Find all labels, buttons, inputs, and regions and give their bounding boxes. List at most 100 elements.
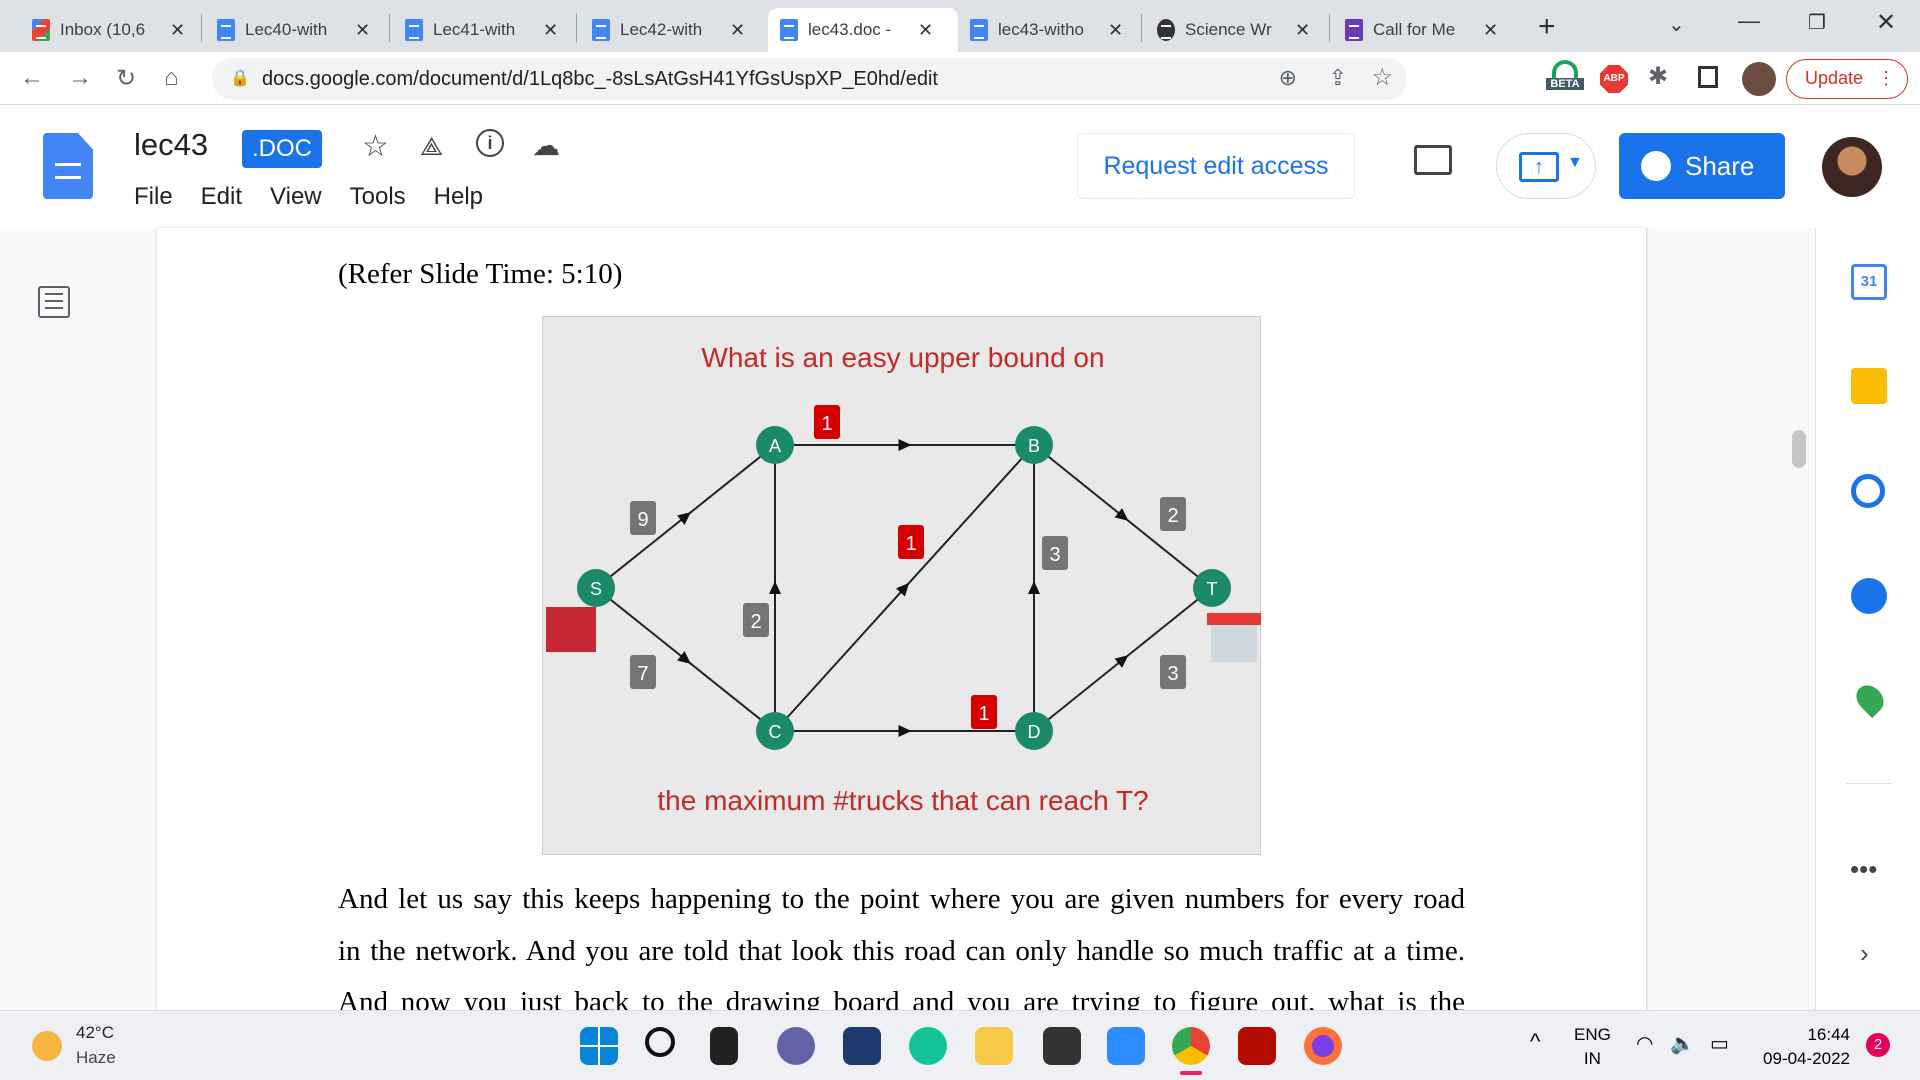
capacity-label: 1	[905, 533, 916, 555]
close-tab-icon[interactable]: ✕	[355, 19, 371, 40]
wifi-icon[interactable]: ◠	[1636, 1033, 1654, 1055]
capacity-badge	[898, 525, 924, 559]
tab-2[interactable]: Lec41-with✕	[393, 8, 573, 52]
firefox-icon[interactable]	[1304, 1027, 1342, 1065]
present-button[interactable]: ↑ ▼	[1496, 133, 1596, 199]
calendar-icon[interactable]: 31	[1851, 264, 1887, 300]
star-icon[interactable]: ☆	[362, 130, 389, 163]
bookmark-star-icon[interactable]: ☆	[1371, 64, 1393, 91]
zoom-app-icon[interactable]	[1107, 1027, 1145, 1065]
arrowhead-icon	[677, 512, 691, 525]
store-icon	[1211, 622, 1257, 662]
present-icon: ↑	[1519, 152, 1559, 182]
menu-tools[interactable]: Tools	[349, 183, 406, 210]
tray-chevron-icon[interactable]: ^	[1530, 1029, 1541, 1054]
acrobat-icon[interactable]	[1238, 1027, 1276, 1065]
update-button[interactable]: Update⋮	[1786, 59, 1908, 99]
file-explorer-icon[interactable]	[975, 1027, 1013, 1065]
minimize-button[interactable]: —	[1738, 8, 1760, 33]
tab-title: Lec40-with	[245, 20, 328, 39]
start-icon[interactable]	[580, 1027, 618, 1065]
search-icon[interactable]	[645, 1027, 675, 1057]
back-icon[interactable]: ←	[20, 64, 44, 91]
move-to-drive-icon[interactable]: ⟁	[420, 131, 444, 161]
store-icon[interactable]	[843, 1027, 881, 1065]
url-field[interactable]: 🔒 docs.google.com/document/d/1Lq8bc_-8sL…	[212, 58, 1407, 100]
tab-6[interactable]: Science Wr ✕	[1145, 8, 1325, 52]
document-page: (Refer Slide Time: 5:10) What is an easy…	[157, 228, 1647, 1010]
keep-icon[interactable]	[1851, 368, 1887, 404]
info-icon[interactable]: i	[476, 129, 504, 157]
capacity-label: 2	[750, 611, 761, 633]
home-icon[interactable]: ⌂	[164, 64, 179, 91]
side-panel-icon[interactable]	[1698, 66, 1718, 88]
vertical-scrollbar[interactable]	[1792, 430, 1806, 468]
reload-icon[interactable]: ↻	[116, 65, 137, 92]
weather-condition[interactable]: Haze	[76, 1048, 116, 1067]
close-tab-icon[interactable]: ✕	[730, 19, 746, 40]
volume-icon[interactable]: 🔈	[1670, 1033, 1695, 1055]
menu-edit[interactable]: Edit	[200, 183, 243, 210]
user-avatar[interactable]	[1822, 137, 1882, 197]
doc-title[interactable]: lec43	[134, 127, 209, 162]
node-label: D	[1028, 722, 1041, 742]
share-button[interactable]: Share	[1619, 133, 1785, 199]
forward-icon[interactable]: →	[68, 64, 92, 91]
capacity-badge	[743, 603, 769, 637]
factory-icon	[546, 607, 596, 652]
maps-icon[interactable]	[1850, 679, 1890, 719]
close-window-button[interactable]: ✕	[1876, 9, 1897, 36]
grammarly-icon[interactable]	[909, 1027, 947, 1065]
node-C	[756, 712, 794, 750]
close-tab-icon[interactable]: ✕	[543, 19, 559, 40]
comments-icon[interactable]	[1414, 145, 1452, 175]
tab-4[interactable]: lec43.doc -✕	[768, 8, 958, 52]
docs-icon	[217, 19, 235, 41]
adblock-icon[interactable]: ABP	[1600, 65, 1628, 93]
tab-search-icon[interactable]: ⌄	[1668, 14, 1685, 36]
capacity-label: 3	[1167, 663, 1178, 685]
sticky-notes-icon[interactable]	[1043, 1027, 1081, 1065]
tab-7[interactable]: Call for Me✕	[1333, 8, 1513, 52]
temperature[interactable]: 42°C	[76, 1023, 114, 1042]
tasks-icon[interactable]	[1851, 474, 1885, 508]
close-tab-icon[interactable]: ✕	[918, 19, 934, 40]
battery-icon[interactable]: ▭	[1710, 1033, 1729, 1055]
close-tab-icon[interactable]: ✕	[1483, 19, 1499, 40]
request-edit-access-button[interactable]: Request edit access	[1077, 133, 1355, 199]
share-page-icon[interactable]: ⇪	[1328, 65, 1347, 90]
lang-code: ENG	[1574, 1025, 1611, 1044]
profile-avatar[interactable]	[1742, 62, 1776, 96]
store-awning	[1207, 613, 1261, 625]
close-tab-icon[interactable]: ✕	[170, 19, 186, 40]
chrome-icon[interactable]	[1172, 1027, 1210, 1065]
zoom-icon[interactable]: ⊕	[1278, 65, 1297, 90]
restore-button[interactable]: ❐	[1808, 12, 1826, 34]
notification-badge[interactable]: 2	[1866, 1033, 1890, 1057]
tab-title: Science Wr	[1185, 20, 1272, 39]
beta-extension-icon[interactable]: BETA	[1546, 60, 1584, 98]
menu-help[interactable]: Help	[433, 183, 484, 210]
outline-icon[interactable]	[38, 286, 70, 318]
menu-file[interactable]: File	[134, 183, 173, 210]
tab-0[interactable]: Inbox (10,6 ✕	[20, 8, 200, 52]
tab-5[interactable]: lec43-witho✕	[958, 8, 1138, 52]
contacts-icon[interactable]	[1851, 578, 1887, 614]
expand-chevron-icon[interactable]: ›	[1860, 938, 1869, 968]
tab-title: Inbox (10,6	[60, 20, 146, 39]
weather-icon[interactable]	[32, 1031, 62, 1061]
menu-view[interactable]: View	[270, 183, 322, 210]
more-icon[interactable]: •••	[1850, 854, 1878, 884]
extensions-puzzle-icon[interactable]: ✱	[1648, 63, 1669, 90]
tab-1[interactable]: Lec40-with ✕	[205, 8, 385, 52]
cloud-status-icon[interactable]: ☁	[532, 130, 560, 161]
close-tab-icon[interactable]: ✕	[1295, 19, 1311, 40]
close-tab-icon[interactable]: ✕	[1108, 19, 1124, 40]
docs-logo-icon[interactable]	[43, 133, 93, 199]
task-view-icon[interactable]	[710, 1027, 738, 1065]
tab-3[interactable]: Lec42-with✕	[580, 8, 760, 52]
new-tab-button[interactable]: +	[1538, 10, 1556, 43]
chat-icon[interactable]	[777, 1027, 815, 1065]
